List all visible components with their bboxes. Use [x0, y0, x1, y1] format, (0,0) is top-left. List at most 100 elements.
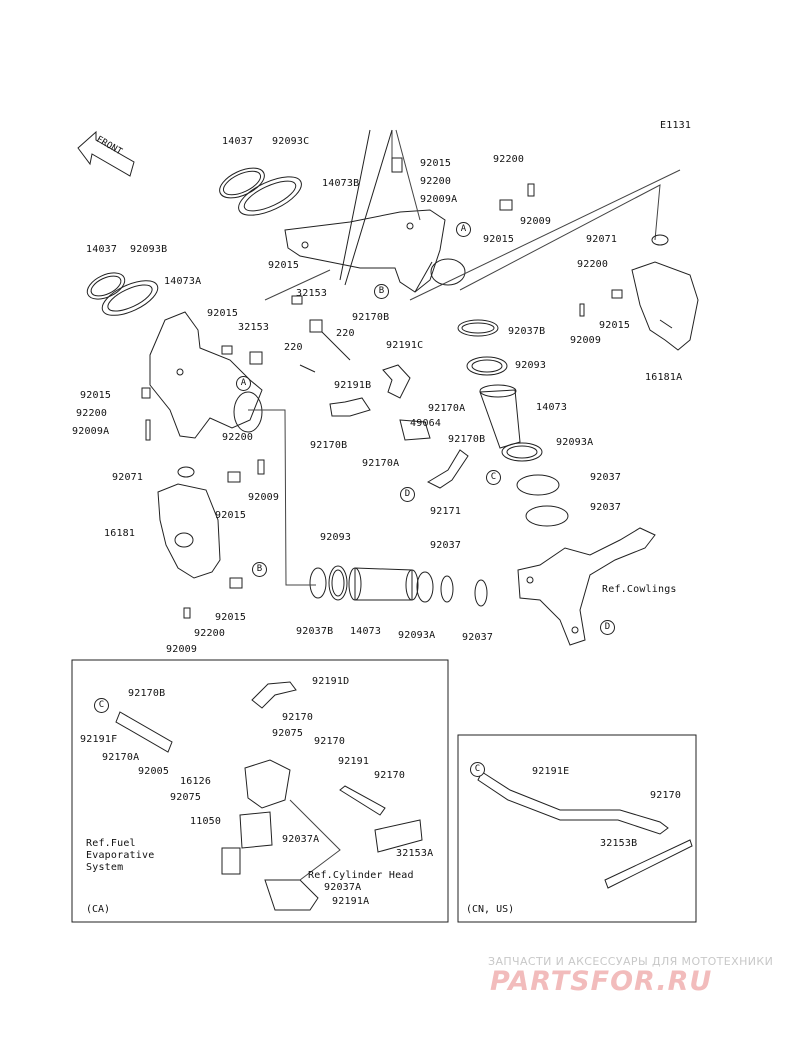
- connector-b[interactable]: B: [252, 562, 267, 577]
- callout-14073[interactable]: 14073: [350, 626, 382, 637]
- callout-92037b[interactable]: 92037B: [296, 626, 334, 637]
- callout-92009[interactable]: 92009: [570, 335, 602, 346]
- inset-ca-tag: (CA): [86, 904, 111, 915]
- callout-ref-fuel-evaporative[interactable]: Ref.Fuel Evaporative System: [86, 838, 155, 873]
- callout-92191e[interactable]: 92191E: [532, 766, 570, 777]
- callout-16126[interactable]: 16126: [180, 776, 212, 787]
- hose-92191c: [382, 364, 411, 399]
- callout-92015[interactable]: 92015: [599, 320, 631, 331]
- callout-92170b[interactable]: 92170B: [128, 688, 166, 699]
- connector-d[interactable]: D: [400, 487, 415, 502]
- callout-92015[interactable]: 92015: [207, 308, 239, 319]
- callout-92093[interactable]: 92093: [320, 532, 352, 543]
- callout-92093a[interactable]: 92093A: [556, 437, 594, 448]
- diagram-code: E1131: [660, 120, 692, 131]
- callout-14037[interactable]: 14037: [222, 136, 254, 147]
- callout-92191c[interactable]: 92191C: [386, 340, 424, 351]
- callout-92015[interactable]: 92015: [268, 260, 300, 271]
- callout-92015[interactable]: 92015: [80, 390, 112, 401]
- callout-92170[interactable]: 92170: [650, 790, 682, 801]
- callout-92191b[interactable]: 92191B: [334, 380, 372, 391]
- tank-16181a: [631, 261, 699, 351]
- callout-32153b[interactable]: 32153B: [600, 838, 638, 849]
- callout-92037[interactable]: 92037: [590, 502, 622, 513]
- callout-14073b[interactable]: 14073B: [322, 178, 360, 189]
- callout-16181a[interactable]: 16181A: [645, 372, 683, 383]
- callout-92170b[interactable]: 92170B: [310, 440, 348, 451]
- callout-92009[interactable]: 92009: [166, 644, 198, 655]
- callout-92191d[interactable]: 92191D: [312, 676, 350, 687]
- callout-92200[interactable]: 92200: [194, 628, 226, 639]
- callout-92037a[interactable]: 92037A: [324, 882, 362, 893]
- callout-ref-cowlings[interactable]: Ref.Cowlings: [602, 584, 677, 595]
- callout-49064[interactable]: 49064: [410, 418, 442, 429]
- callout-92009a[interactable]: 92009A: [420, 194, 458, 205]
- callout-92093b[interactable]: 92093B: [130, 244, 168, 255]
- connector-c[interactable]: C: [470, 762, 485, 777]
- callout-11050[interactable]: 11050: [190, 816, 222, 827]
- callout-92200[interactable]: 92200: [493, 154, 525, 165]
- callout-92075[interactable]: 92075: [170, 792, 202, 803]
- watermark-subtitle: ЗАПЧАСТИ И АКСЕССУАРЫ ДЛЯ МОТОТЕХНИКИ: [488, 955, 774, 968]
- callout-92170a[interactable]: 92170A: [362, 458, 400, 469]
- callout-92009[interactable]: 92009: [248, 492, 280, 503]
- callout-220[interactable]: 220: [284, 342, 303, 353]
- callout-92075[interactable]: 92075: [272, 728, 304, 739]
- tank-16181: [157, 483, 221, 579]
- callout-92191[interactable]: 92191: [338, 756, 370, 767]
- callout-92170a[interactable]: 92170A: [428, 403, 466, 414]
- callout-92200[interactable]: 92200: [420, 176, 452, 187]
- callout-92170[interactable]: 92170: [314, 736, 346, 747]
- callout-14037[interactable]: 14037: [86, 244, 118, 255]
- callout-92093a[interactable]: 92093A: [398, 630, 436, 641]
- callout-92037[interactable]: 92037: [590, 472, 622, 483]
- belt-92093c-top: [238, 176, 302, 216]
- callout-92191f[interactable]: 92191F: [80, 734, 118, 745]
- callout-92015[interactable]: 92015: [483, 234, 515, 245]
- connector-a[interactable]: A: [236, 376, 251, 391]
- callout-92005[interactable]: 92005: [138, 766, 170, 777]
- callout-92071[interactable]: 92071: [586, 234, 618, 245]
- callout-92093c[interactable]: 92093C: [272, 136, 310, 147]
- callout-92015[interactable]: 92015: [215, 612, 247, 623]
- callout-14073a[interactable]: 14073A: [164, 276, 202, 287]
- callout-92200[interactable]: 92200: [222, 432, 254, 443]
- callout-92015[interactable]: 92015: [215, 510, 247, 521]
- callout-92170b[interactable]: 92170B: [448, 434, 486, 445]
- callout-92037[interactable]: 92037: [462, 632, 494, 643]
- callout-92171[interactable]: 92171: [430, 506, 462, 517]
- ca-assembly: [115, 681, 423, 911]
- belt-14037-top: [219, 167, 265, 199]
- belt-92093b-left: [101, 280, 159, 316]
- connector-b[interactable]: B: [374, 284, 389, 299]
- inset-ca-box: [71, 659, 449, 923]
- callout-16181[interactable]: 16181: [104, 528, 136, 539]
- connector-c[interactable]: C: [486, 470, 501, 485]
- callout-32153a[interactable]: 32153A: [396, 848, 434, 859]
- callout-92170a[interactable]: 92170A: [102, 752, 140, 763]
- connector-c[interactable]: C: [94, 698, 109, 713]
- callout-32153[interactable]: 32153: [296, 288, 328, 299]
- callout-92170[interactable]: 92170: [374, 770, 406, 781]
- callout-92170b[interactable]: 92170B: [352, 312, 390, 323]
- callout-92170[interactable]: 92170: [282, 712, 314, 723]
- callout-92037[interactable]: 92037: [430, 540, 462, 551]
- callout-14073[interactable]: 14073: [536, 402, 568, 413]
- callout-92093[interactable]: 92093: [515, 360, 547, 371]
- connector-d[interactable]: D: [600, 620, 615, 635]
- callout-92037b[interactable]: 92037B: [508, 326, 546, 337]
- callout-92037a[interactable]: 92037A: [282, 834, 320, 845]
- callout-92009a[interactable]: 92009A: [72, 426, 110, 437]
- callout-ref-cylinder-head[interactable]: Ref.Cylinder Head: [308, 870, 414, 881]
- hose-92191b: [329, 397, 371, 417]
- callout-92071[interactable]: 92071: [112, 472, 144, 483]
- callout-32153[interactable]: 32153: [238, 322, 270, 333]
- connector-a[interactable]: A: [456, 222, 471, 237]
- callout-92191a[interactable]: 92191A: [332, 896, 370, 907]
- callout-92200[interactable]: 92200: [76, 408, 108, 419]
- callout-92009[interactable]: 92009: [520, 216, 552, 227]
- callout-92200[interactable]: 92200: [577, 259, 609, 270]
- callout-92015[interactable]: 92015: [420, 158, 452, 169]
- callout-220[interactable]: 220: [336, 328, 355, 339]
